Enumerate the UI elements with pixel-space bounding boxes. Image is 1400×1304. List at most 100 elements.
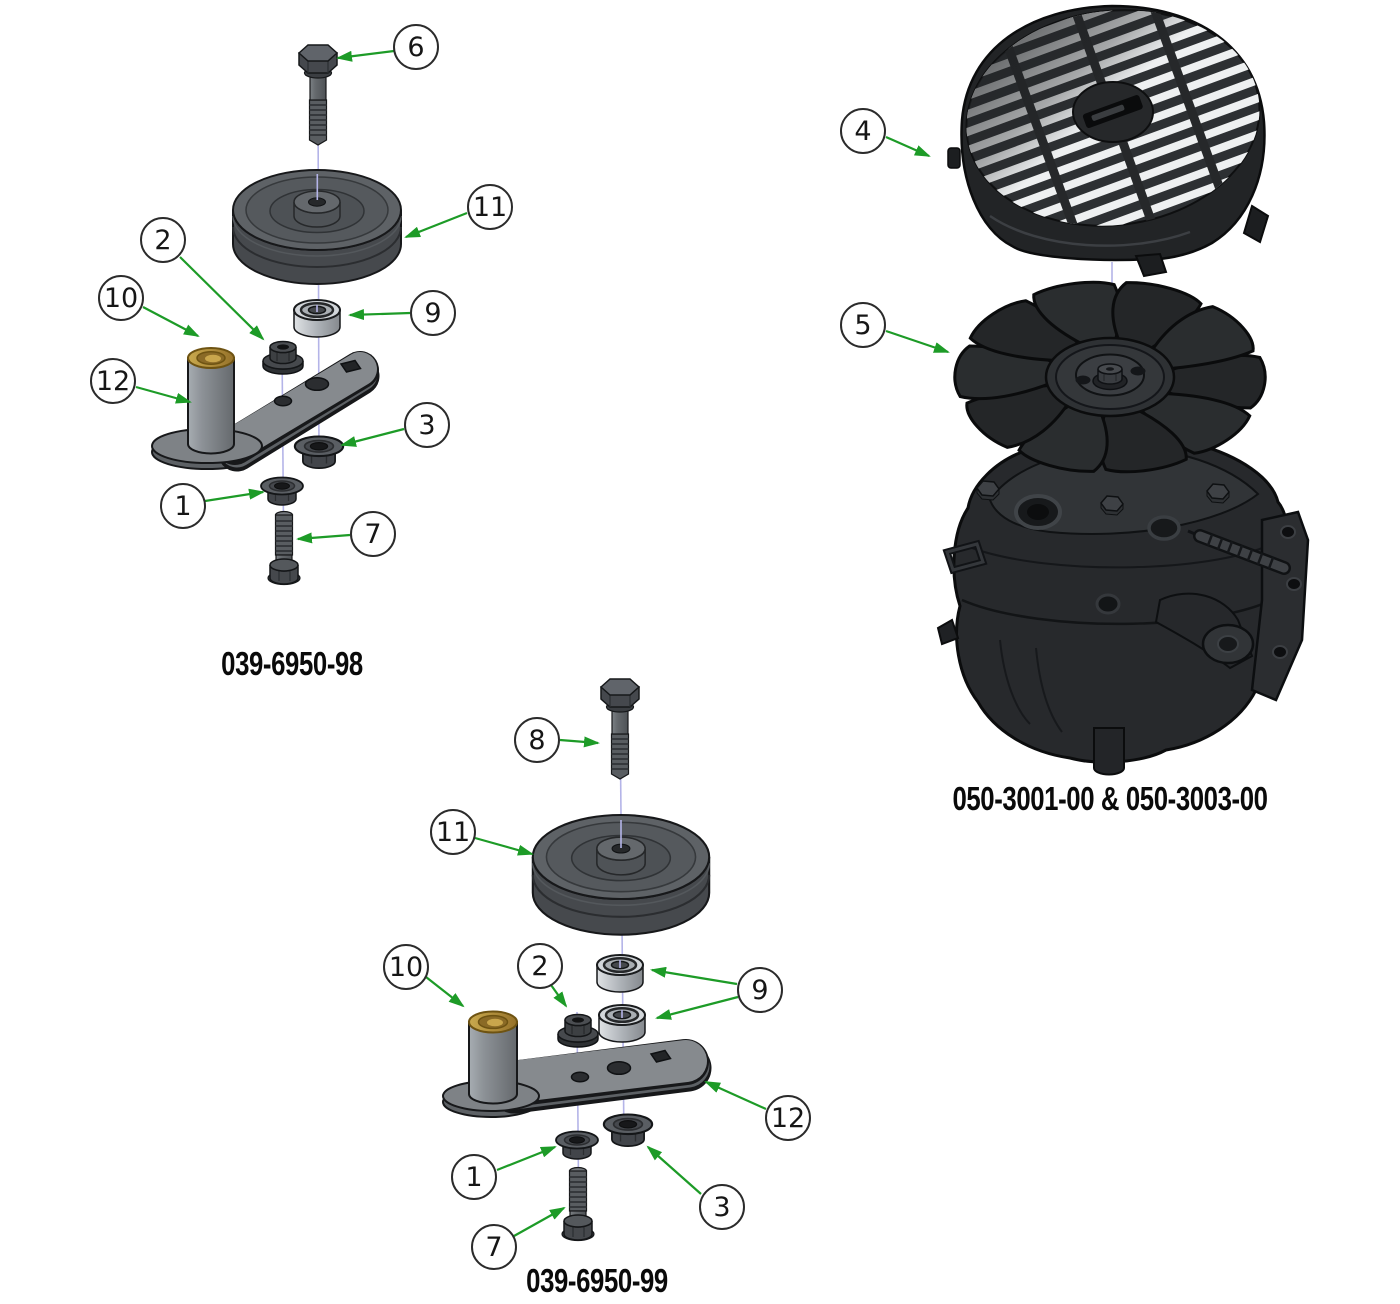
callout-number: 12 [770,1102,806,1134]
transaxle-body [936,428,1310,776]
callout-99-8: 8 [514,717,560,763]
bolt-part-7 [561,1166,595,1242]
leader-arrow-2b [550,984,568,1008]
shroud-tab [1242,204,1270,244]
callout-99-10: 10 [383,944,429,990]
flange-nut-part-3 [602,1113,654,1148]
callout-number: 10 [103,282,139,314]
callout-number: 11 [472,191,508,223]
port [1095,593,1121,615]
leader-arrows [135,49,950,1237]
bushing-part-10 [468,1010,518,1034]
flange-nut-part-1 [555,1130,599,1160]
leader-arrow-10b [425,976,465,1008]
pivot-post [468,1021,518,1105]
assembly-039-6950-98 [151,44,402,586]
spring [1187,529,1291,575]
leader-arrow-7b [513,1207,566,1237]
flange-nut-part-1 [260,476,304,506]
bolt-head [1100,495,1124,516]
leader-arrow-1b [496,1145,557,1172]
callout-98-7: 7 [350,511,396,557]
callout-trans-4: 4 [840,108,886,154]
callout-99-3: 3 [699,1184,745,1230]
callout-98-1: 1 [160,483,206,529]
hex-bolt-part-8 [600,678,640,780]
leader-arrow-11b [474,836,534,856]
output-shaft [1093,727,1125,776]
callout-number: 3 [418,409,436,441]
shroud-tab [1134,252,1168,278]
leader-arrow-11 [404,211,468,239]
callout-number: 7 [364,518,382,550]
callout-99-7: 7 [471,1224,517,1270]
leader-arrow-12 [135,385,192,404]
callout-number: 9 [751,974,769,1006]
small-hole [273,395,293,407]
bolt-head [1206,483,1230,504]
callout-99-1: 1 [451,1154,497,1200]
leader-arrow-12b [704,1080,767,1111]
leader-arrow-2 [179,256,265,341]
assembly-label-050-3001-00: 050-3001-00 & 050-3003-00 [908,780,1312,818]
leader-arrow-1 [204,488,265,503]
shroud-tab [947,147,961,169]
fan-shroud-part-4 [947,0,1272,278]
assembly-transaxle-050 [936,0,1310,776]
callout-98-11: 11 [467,184,513,230]
callout-number: 8 [528,724,546,756]
pivot-post [187,357,235,455]
leader-arrow-3 [340,427,405,447]
leader-arrow-9 [348,309,411,321]
leader-arrow-10 [142,306,200,337]
callout-number: 1 [465,1161,483,1193]
assembly-label-039-6950-99: 039-6950-99 [506,1262,688,1300]
callout-number: 12 [95,365,131,397]
callout-99-12: 12 [765,1095,811,1141]
assembly-039-6950-99 [442,678,712,1242]
callout-98-12: 12 [90,358,136,404]
bolt-part-7 [267,510,301,586]
leader-arrow-4 [885,135,931,158]
leader-arrow-3b [646,1145,702,1195]
callout-98-9: 9 [410,290,456,336]
flange-nut-part-3 [293,435,345,470]
callout-number: 6 [407,31,425,63]
callout-99-2: 2 [517,943,563,989]
callout-number: 3 [713,1191,731,1223]
callout-98-10: 10 [98,275,144,321]
assembly-label-039-6950-98: 039-6950-98 [201,645,383,683]
locknut-part-2 [262,340,304,375]
callout-number: 7 [485,1231,503,1263]
leader-arrow-5 [885,329,950,354]
assembly-label-text: 050-3001-00 & 050-3003-00 [952,780,1268,817]
callout-number: 10 [388,951,424,983]
callout-number: 1 [174,490,192,522]
assembly-label-text: 039-6950-99 [526,1262,668,1299]
leader-arrow-6 [336,49,395,62]
callout-number: 11 [435,816,471,848]
assembly-label-text: 039-6950-98 [221,645,363,682]
callout-number: 4 [854,115,872,147]
round-hole [304,376,330,392]
callout-98-2: 2 [140,217,186,263]
callout-number: 2 [531,950,549,982]
leader-arrow-9b1 [650,966,738,986]
hex-bolt-part-6 [298,44,338,146]
small-hole [570,1071,590,1083]
callout-98-6: 6 [393,24,439,70]
callout-number: 5 [854,309,872,341]
leader-arrow-9b2 [655,995,739,1020]
callout-number: 9 [424,297,442,329]
leader-arrow-7 [296,532,351,544]
round-hole [606,1060,632,1076]
callout-98-3: 3 [404,402,450,448]
callout-99-11: 11 [430,809,476,855]
square-hole [649,1049,672,1063]
callout-trans-5: 5 [840,302,886,348]
idler-arm-part-12 [442,1010,712,1118]
bolt-head [976,480,1000,501]
idler-arm-part-12 [151,347,380,472]
